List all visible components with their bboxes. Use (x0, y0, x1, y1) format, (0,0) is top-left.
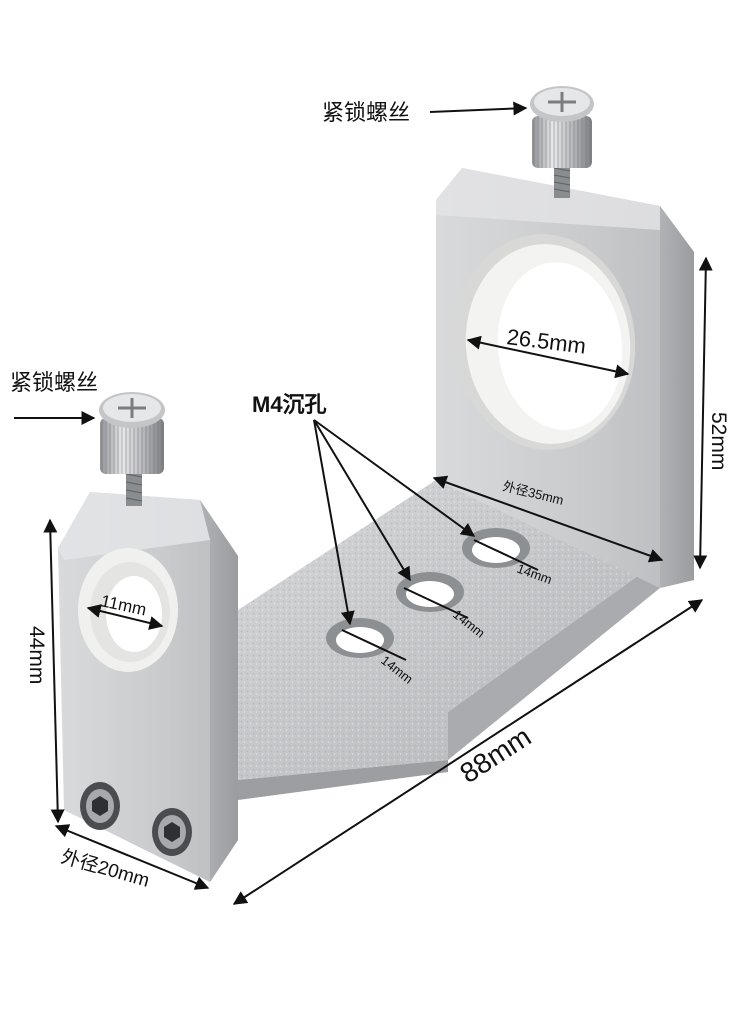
hex-screw (152, 808, 192, 856)
countersink-label: M4沉孔 (252, 392, 327, 417)
top-lock-screw (530, 86, 594, 198)
hex-screw (80, 782, 120, 830)
outer-large-dimension (432, 475, 664, 563)
lock-screw-top-label: 紧锁螺丝 (322, 100, 410, 125)
height-short-label: 44mm (25, 626, 48, 684)
annotation-lines (14, 101, 713, 905)
countersink-pointer (313, 419, 411, 582)
hole-large-dimension (466, 335, 630, 379)
length-dimension (232, 599, 704, 905)
lock-screw-left-label: 紧锁螺丝 (10, 370, 98, 395)
height-tall-dimension (693, 256, 713, 570)
hole-small-dimension (86, 604, 164, 630)
outer-small-label: 外径20mm (59, 846, 152, 892)
height-short-dimension (43, 518, 65, 824)
countersink-pointer (313, 419, 355, 626)
outer-small-dimension (54, 824, 210, 890)
lock-screw-top-arrow (429, 101, 528, 116)
left-lock-screw (99, 392, 165, 506)
height-tall-label: 52mm (707, 412, 730, 470)
short-upright (58, 492, 238, 882)
